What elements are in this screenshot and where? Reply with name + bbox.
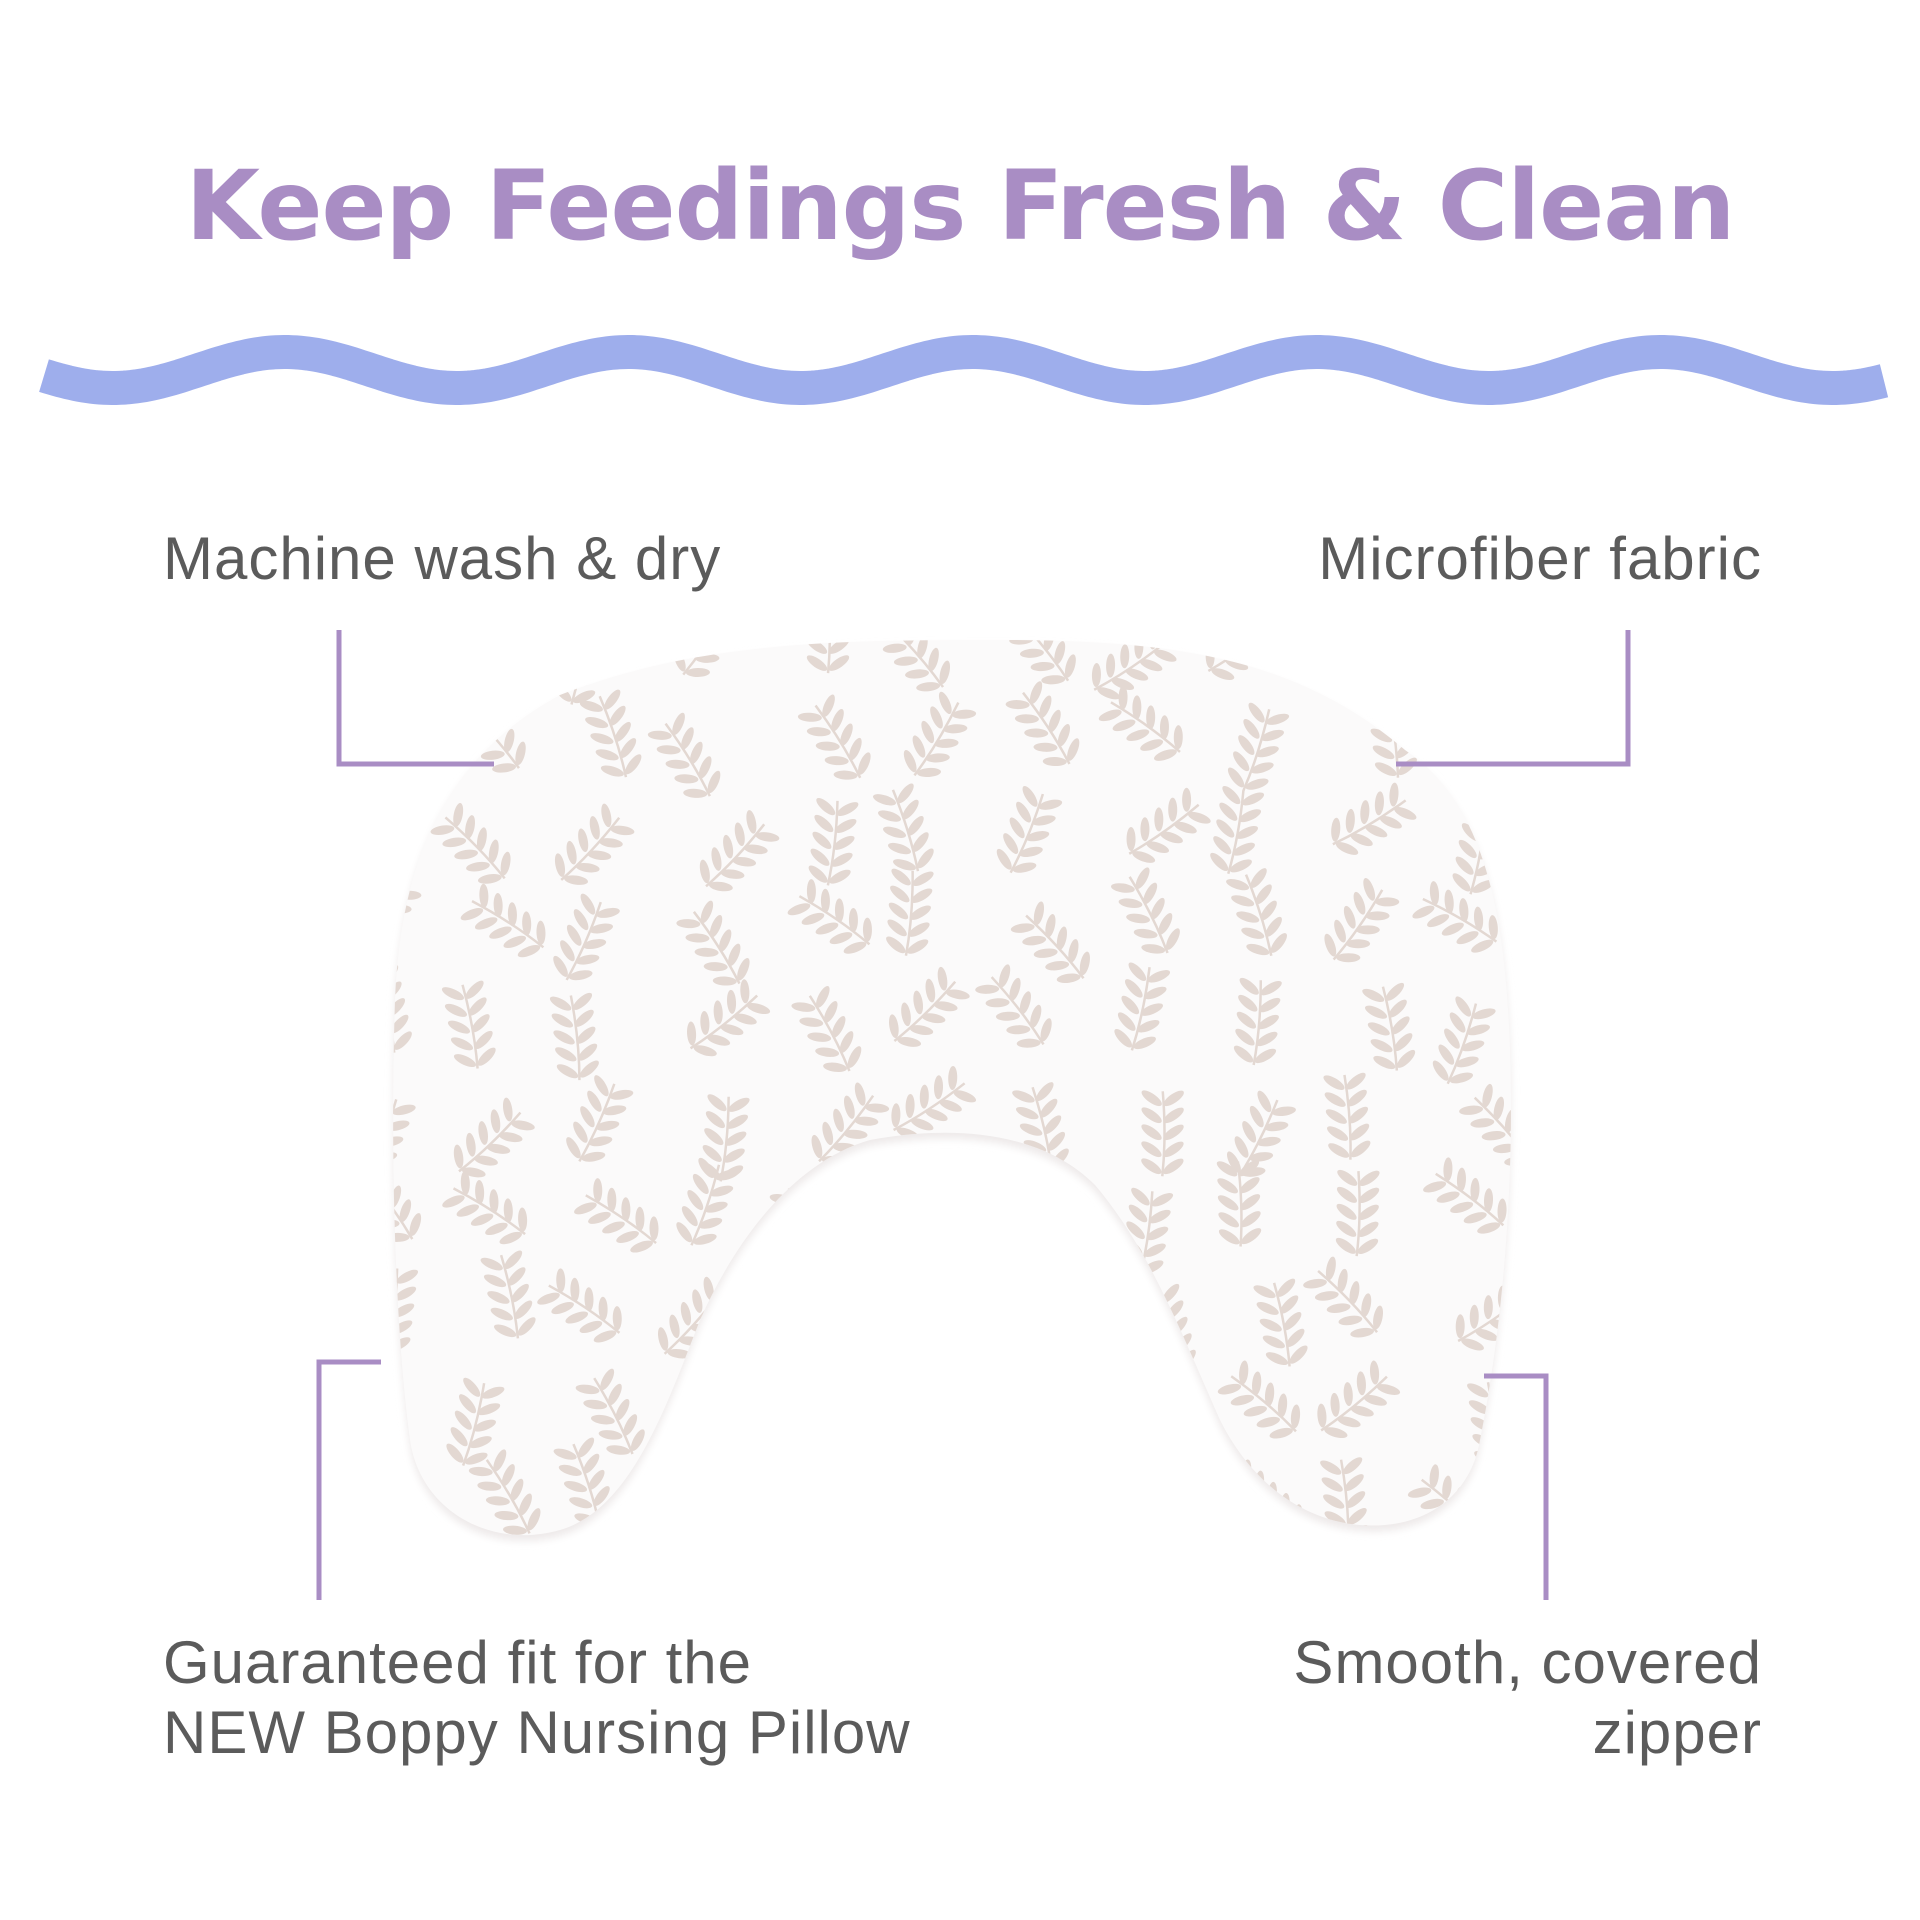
leaf-sprig	[1324, 877, 1400, 963]
feature-guaranteed-fit-line2: NEW Boppy Nursing Pillow	[163, 1699, 911, 1766]
leaf-sprig	[549, 992, 599, 1081]
leaf-sprig	[687, 979, 771, 1057]
leaf-sprig	[1412, 881, 1498, 953]
leaf-sprig	[393, 797, 409, 874]
feature-machine-wash: Machine wash & dry	[163, 525, 722, 592]
leaf-sprig	[537, 1268, 622, 1343]
leaf-sprig	[873, 783, 934, 872]
leaf-sprig	[1323, 1072, 1371, 1160]
feature-covered-zipper-line1: Smooth, covered	[1293, 1629, 1762, 1696]
leaf-sprig	[1432, 996, 1496, 1085]
leaf-sprig	[897, 1364, 949, 1453]
leaf-sprig	[1446, 694, 1511, 778]
leaf-sprig	[903, 691, 977, 778]
leaf-sprig	[699, 810, 780, 892]
leaf-sprig	[1217, 1360, 1301, 1439]
leaf-sprig	[1141, 1090, 1184, 1177]
leaf-sprig	[393, 693, 436, 779]
leaf-sprig	[1330, 640, 1377, 687]
leaf-sprig	[1010, 901, 1090, 983]
leaf-sprig	[1303, 1256, 1384, 1338]
leaf-sprig	[886, 868, 934, 956]
leaf-sprig	[455, 640, 499, 688]
leaf-sprig	[1114, 962, 1171, 1051]
leaf-sprig	[554, 803, 635, 885]
leaf-sprig	[1226, 868, 1287, 957]
leaf-sprig	[460, 883, 546, 958]
leaf-sprig	[1139, 1364, 1186, 1452]
leaf-sprig	[1317, 1360, 1401, 1439]
leaf-sprig	[1335, 1169, 1380, 1257]
leaf-sprig	[566, 1075, 634, 1162]
feature-covered-zipper: Smooth, covered zipper	[1293, 1628, 1762, 1768]
leaf-sprig	[988, 1357, 1066, 1441]
leaf-sprig	[871, 640, 951, 692]
leaf-sprig	[393, 640, 414, 687]
leaf-sprig	[676, 1157, 739, 1246]
leaf-sprig	[669, 1475, 747, 1536]
leaf-sprig	[1216, 1160, 1262, 1247]
leaf-sprig	[579, 689, 642, 778]
leaf-sprig	[1098, 685, 1183, 761]
leaf-sprig	[757, 1266, 827, 1354]
leaf-sprig	[430, 802, 511, 884]
leaf-sprig	[1227, 702, 1290, 791]
leaf-sprig	[996, 785, 1063, 874]
leaf-sprig	[480, 1250, 536, 1339]
feature-guaranteed-fit-line1: Guaranteed fit for the	[163, 1629, 753, 1696]
leaf-sprig	[1226, 1090, 1296, 1177]
leaf-sprig	[1126, 787, 1211, 863]
leaf-sprig	[975, 964, 1052, 1048]
leaf-sprig	[574, 1178, 659, 1253]
leaf-sprig	[453, 1097, 535, 1178]
leaf-sprig	[1331, 782, 1417, 855]
leaf-sprig	[701, 1094, 750, 1182]
leaf-sprig	[1210, 785, 1265, 875]
leaf-sprig	[676, 900, 750, 986]
feature-covered-zipper-line2: zipper	[1592, 1699, 1762, 1766]
wavy-divider	[39, 335, 1889, 405]
leaf-sprig	[1233, 977, 1282, 1066]
leaf-sprig	[787, 879, 872, 954]
leaf-sprig	[575, 1368, 645, 1455]
leaf-sprig	[441, 980, 496, 1069]
leaf-sprig	[777, 1463, 861, 1536]
leaf-sprig	[1423, 1157, 1507, 1234]
leaf-sprig	[393, 1099, 416, 1180]
leaf-sprig	[797, 694, 871, 780]
leaf-sprig	[920, 1175, 977, 1264]
leaf-sprig	[553, 893, 620, 981]
leaf-sprig	[806, 640, 850, 674]
leaf-sprig	[446, 1377, 505, 1466]
leaf-sprig	[905, 1444, 951, 1532]
leaf-sprig	[647, 712, 721, 798]
leaf-sprig	[808, 1364, 872, 1453]
leaf-sprig	[889, 966, 970, 1047]
feature-guaranteed-fit: Guaranteed fit for the NEW Boppy Nursing…	[163, 1628, 911, 1768]
page-title: Keep Feedings Fresh & Clean	[185, 150, 1736, 262]
leaf-sprig	[1253, 1278, 1308, 1367]
leaf-sprig	[468, 1449, 541, 1535]
leaf-sprig	[393, 1417, 398, 1439]
leaf-sprig	[1012, 1254, 1072, 1344]
leaf-sprig	[891, 1254, 962, 1341]
leaf-sprig	[1362, 982, 1416, 1071]
leaf-sprig	[442, 1170, 528, 1245]
leaf-sprig	[1008, 1448, 1054, 1535]
leaf-sprig	[1111, 867, 1180, 954]
leaf-sprig	[1128, 1445, 1183, 1534]
feature-microfiber: Microfiber fabric	[1318, 525, 1762, 592]
leaf-sprig	[808, 797, 859, 886]
leaf-sprig	[1459, 640, 1511, 676]
leaf-sprig	[791, 985, 862, 1072]
leaf-sprig	[1005, 681, 1080, 767]
